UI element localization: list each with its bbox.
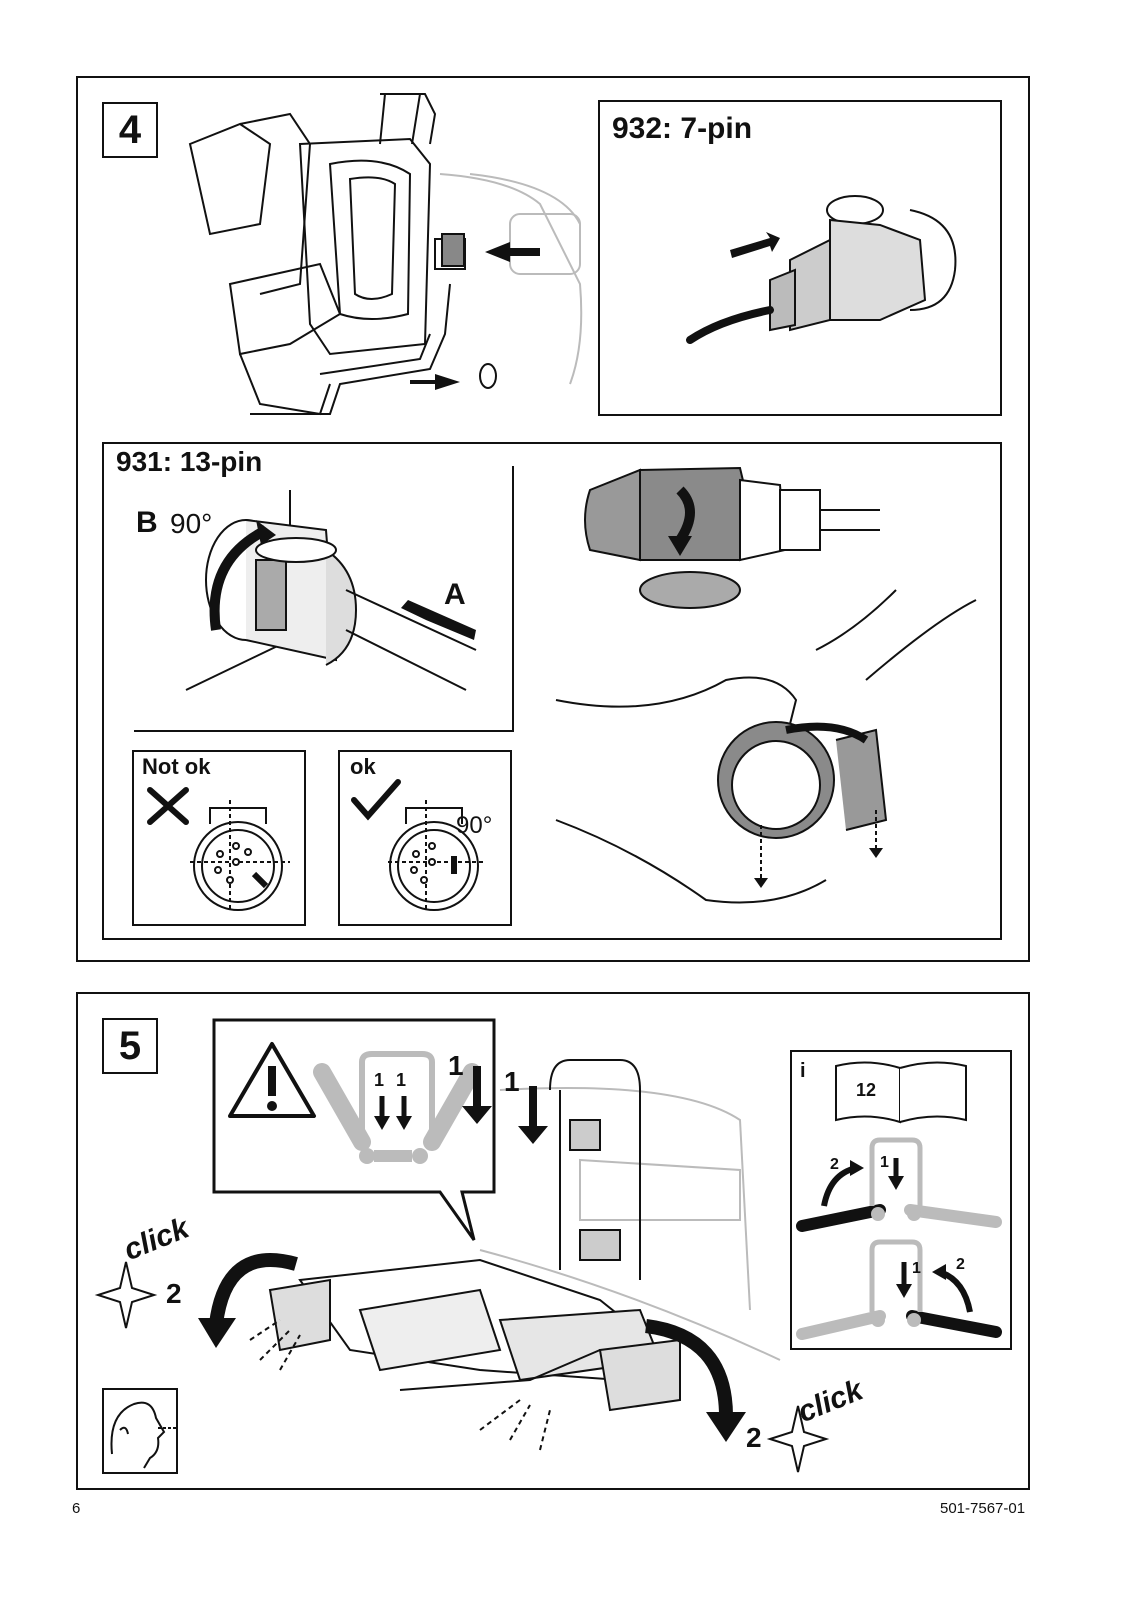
step-5-number: 5 — [102, 1018, 158, 1074]
step-4-panel — [76, 76, 1030, 962]
socket-correct-illustration — [388, 800, 484, 911]
cross-icon — [147, 787, 189, 825]
click-number-left: 2 — [166, 1278, 182, 1309]
press-label-1a: 1 — [448, 1050, 464, 1081]
eye-level-inspection-icon — [110, 1401, 176, 1469]
manual-book-icon — [835, 1061, 967, 1124]
info-bottom-label-2: 2 — [956, 1256, 965, 1273]
warning-arrow-label-1a: 1 — [374, 1070, 385, 1090]
pin7-plug-illustration — [686, 195, 957, 344]
pin13-region — [102, 442, 1002, 940]
not-ok-label: Not ok — [142, 754, 211, 779]
rotate-label-b: B — [136, 506, 158, 539]
pin13-title: 931: 13-pin — [116, 446, 263, 477]
checkmark-icon — [351, 779, 401, 821]
step-5-panel — [76, 992, 1030, 1490]
not-ok-box — [132, 750, 306, 926]
warning-arrow-label-1b: 1 — [396, 1070, 407, 1090]
info-bottom-label-1: 1 — [912, 1260, 921, 1277]
info-lock-top-illustration — [796, 1137, 1002, 1232]
carrier-folded-illustration — [188, 93, 583, 416]
click-number-right: 2 — [746, 1422, 762, 1453]
pin7-title: 932: 7-pin — [612, 112, 753, 145]
page-number: 6 — [72, 1500, 81, 1517]
rotate-angle-label: 90° — [170, 508, 213, 539]
click-burst-left-icon — [94, 1261, 158, 1329]
fold-arrow-right — [645, 1319, 746, 1442]
push-label-a: A — [444, 578, 466, 611]
info-top-label-1: 1 — [880, 1154, 889, 1171]
step-4-number: 4 — [102, 102, 158, 158]
socket-incorrect-illustration — [190, 800, 290, 911]
pin13-connect-illustration — [185, 490, 477, 691]
pin13-left-divider — [512, 466, 514, 730]
ok-label: ok — [350, 754, 376, 779]
warning-locking-illustration — [313, 1051, 481, 1164]
warning-triangle-icon — [228, 1042, 316, 1118]
press-arrow-1a — [462, 1066, 492, 1124]
pin13-left-baseline — [134, 730, 514, 732]
carrier-unfolded-illustration — [249, 1059, 781, 1451]
pin13-plug-rotate-illustration — [584, 466, 880, 609]
press-label-1b: 1 — [504, 1066, 520, 1097]
info-box — [790, 1050, 1012, 1350]
info-top-label-2: 2 — [830, 1156, 839, 1173]
info-page-number: 12 — [856, 1080, 877, 1100]
ok-box — [338, 750, 512, 926]
document-code: 501-7567-01 — [940, 1500, 1026, 1517]
info-label: i — [800, 1060, 806, 1082]
info-lock-bottom-illustration — [796, 1239, 1002, 1340]
pin13-hand-illustration — [555, 589, 977, 904]
fold-arrow-left — [198, 1253, 298, 1348]
press-arrow-1b — [518, 1086, 548, 1144]
click-burst-right-icon — [766, 1405, 830, 1473]
pin7-inset — [598, 100, 1002, 416]
inspection-icon-box — [102, 1388, 178, 1474]
